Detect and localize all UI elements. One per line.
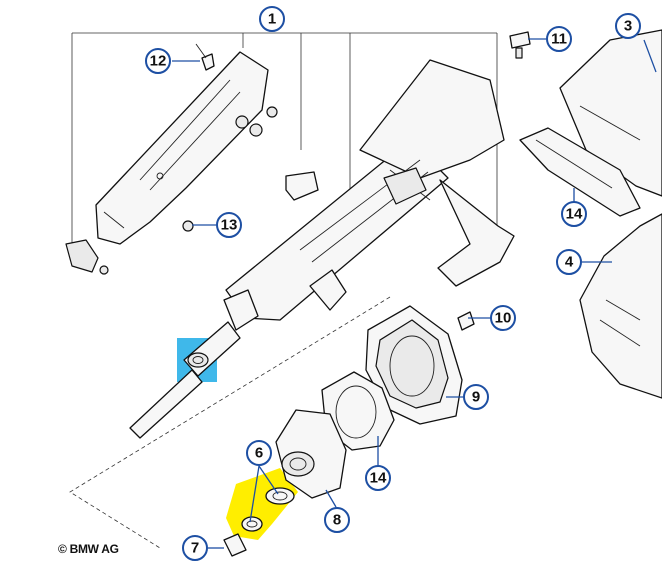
gasket-14	[321, 371, 395, 451]
callout-6-label: 6	[255, 445, 263, 462]
callout-4: 4	[556, 249, 582, 275]
callout-7: 7	[182, 535, 208, 561]
callout-13: 13	[216, 212, 242, 238]
callout-12: 12	[145, 48, 171, 74]
steering-column-tube	[225, 59, 515, 321]
clip-10	[457, 311, 475, 331]
callout-8-label: 8	[333, 512, 341, 529]
callout-10: 10	[490, 305, 516, 331]
callout-4-label: 4	[565, 254, 574, 271]
callout-9: 9	[463, 384, 489, 410]
callout-9-label: 9	[472, 389, 480, 406]
mounting-bracket	[95, 51, 278, 245]
callout-3: 3	[615, 13, 641, 39]
leader-lines	[172, 38, 657, 549]
bolt-11	[509, 31, 531, 59]
callout-14-lower: 14	[365, 465, 391, 491]
callout-6: 6	[246, 440, 272, 466]
callout-14-upper-label: 14	[566, 206, 583, 223]
callout-8: 8	[324, 507, 350, 533]
callout-3-label: 3	[624, 18, 632, 35]
callout-1: 1	[259, 6, 285, 32]
callout-11-label: 11	[551, 31, 567, 48]
bushing-7	[223, 533, 247, 557]
callout-1-label: 1	[268, 11, 276, 28]
bellows-cone-8	[275, 409, 347, 499]
callout-7-label: 7	[191, 540, 199, 557]
callout-13-label: 13	[221, 217, 238, 234]
sealing-rings-6	[241, 487, 295, 532]
clip-parts	[65, 171, 319, 275]
callout-14-lower-label: 14	[370, 470, 387, 487]
callout-10-label: 10	[495, 310, 512, 327]
assembly-dashed-outline	[69, 296, 391, 549]
steering-shaft	[129, 289, 259, 439]
copyright-label: © BMW AG	[58, 542, 119, 556]
callout-12-label: 12	[150, 53, 167, 70]
mounting-frame-9	[365, 305, 463, 425]
lower-trim-cover	[579, 213, 662, 399]
callout-11: 11	[546, 26, 572, 52]
bolt-12	[195, 43, 215, 71]
callout-14-upper: 14	[561, 201, 587, 227]
trim-strip-upper	[519, 127, 641, 217]
